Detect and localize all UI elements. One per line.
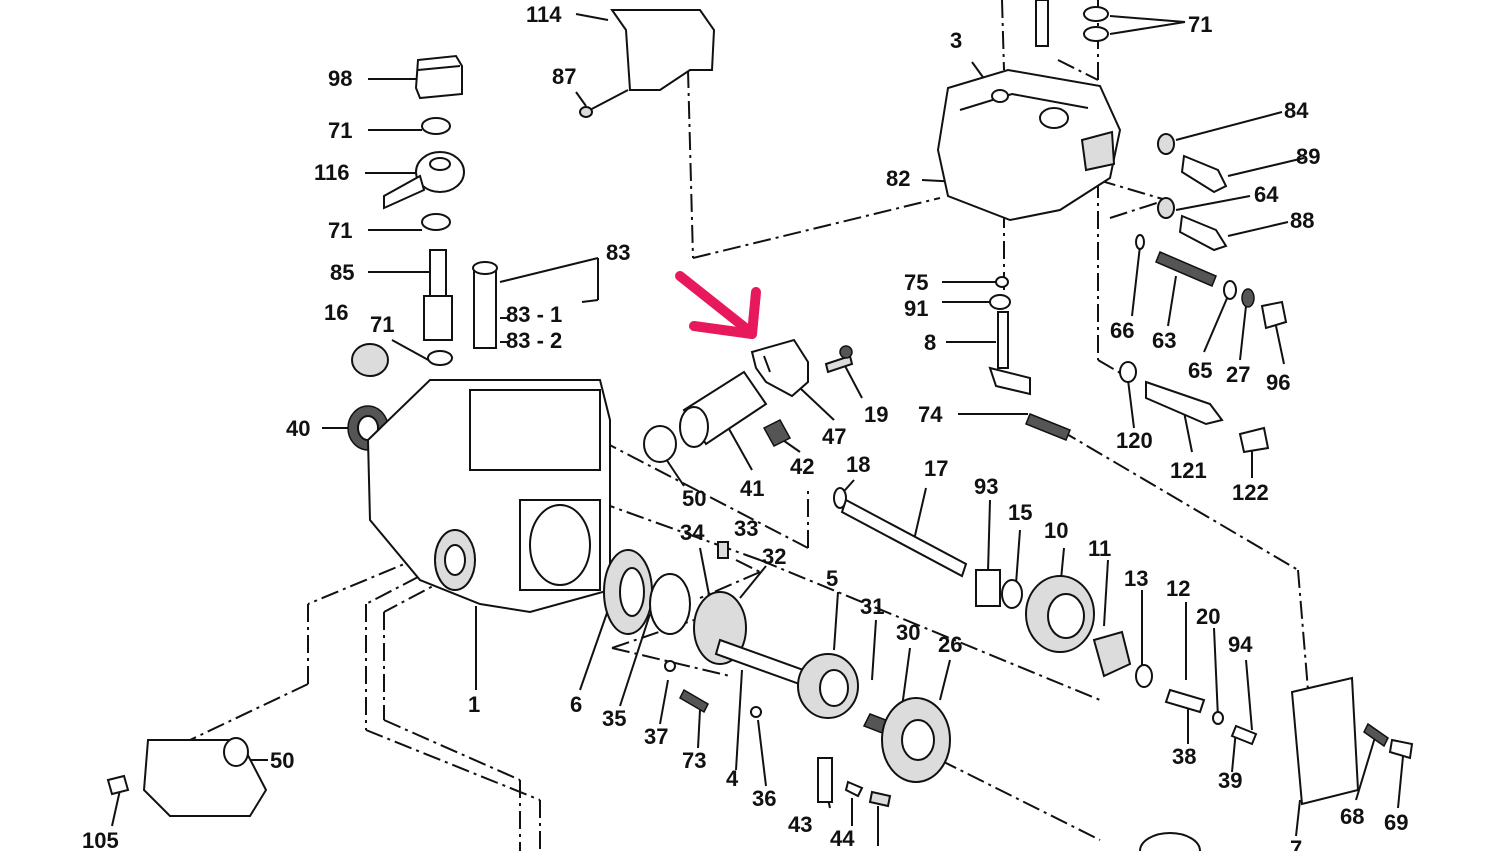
part-label: 36 <box>752 786 776 811</box>
part-label: 71 <box>328 118 352 143</box>
part-label: 39 <box>1218 768 1242 793</box>
part-label: 7 <box>1290 836 1302 851</box>
part-label: 18 <box>846 452 870 477</box>
part-label: 1 <box>468 692 480 717</box>
part-label: 65 <box>1188 358 1212 383</box>
part-label: 88 <box>1290 208 1314 233</box>
part-label: 94 <box>1228 632 1253 657</box>
part-label: 122 <box>1232 480 1269 505</box>
part-labels: 114 71 87 98 3 71 116 84 89 82 71 64 88 … <box>82 2 1408 856</box>
part-label: 105 <box>82 828 119 851</box>
part-label: 30 <box>896 620 920 645</box>
part-label: 71 <box>1188 12 1212 37</box>
part-label: 71 <box>328 218 352 243</box>
part-label: 85 <box>330 260 354 285</box>
part-label: 16 <box>324 300 348 325</box>
part-label: 17 <box>924 456 948 481</box>
part-label: 10 <box>1044 518 1068 543</box>
part-label: 15 <box>1008 500 1032 525</box>
part-label: 31 <box>860 594 884 619</box>
highlight-arrow <box>675 271 761 339</box>
part-label: 19 <box>864 402 888 427</box>
part-label: 91 <box>904 296 928 321</box>
parts-drawing <box>106 0 1414 856</box>
part-label: 63 <box>1152 328 1176 353</box>
part-label: 74 <box>918 402 943 427</box>
part-label: 83 - 2 <box>506 328 562 353</box>
part-label: 37 <box>644 724 668 749</box>
part-label: 83 - 1 <box>506 302 562 327</box>
part-label: 4 <box>726 766 739 791</box>
part-label: 84 <box>1284 98 1309 123</box>
part-label: 32 <box>762 544 786 569</box>
part-label: 50 <box>270 748 294 773</box>
part-label: 40 <box>286 416 310 441</box>
part-label: 93 <box>974 474 998 499</box>
part-label: 3 <box>950 28 962 53</box>
part-label: 116 <box>314 160 350 185</box>
part-label: 68 <box>1340 804 1364 829</box>
part-label: 71 <box>370 312 394 337</box>
part-label: 75 <box>904 270 928 295</box>
part-label: 121 <box>1170 458 1207 483</box>
part-label: 69 <box>1384 810 1408 835</box>
part-label: 20 <box>1196 604 1220 629</box>
part-label: 8 <box>924 330 936 355</box>
part-label: 12 <box>1166 576 1190 601</box>
part-label: 96 <box>1266 370 1290 395</box>
part-label: 6 <box>570 692 582 717</box>
part-label: 120 <box>1116 428 1153 453</box>
part-label: 27 <box>1226 362 1250 387</box>
part-label: 82 <box>886 166 910 191</box>
part-label: 42 <box>790 454 814 479</box>
part-label: 26 <box>938 632 962 657</box>
part-label: 38 <box>1172 744 1196 769</box>
part-label: 13 <box>1124 566 1148 591</box>
part-label: 114 <box>526 2 562 27</box>
leader-lines <box>111 0 1405 851</box>
part-label: 34 <box>680 520 705 545</box>
part-label: 43 <box>788 812 812 837</box>
part-label: 5 <box>826 566 838 591</box>
part-label: 11 <box>1088 536 1111 561</box>
part-label: 47 <box>822 424 846 449</box>
part-label: 44 <box>830 826 855 851</box>
part-label: 66 <box>1110 318 1134 343</box>
part-label: 87 <box>552 64 576 89</box>
part-label: 33 <box>734 516 758 541</box>
part-label: 35 <box>602 706 626 731</box>
part-label: 98 <box>328 66 352 91</box>
part-label: 73 <box>682 748 706 773</box>
part-label: 50 <box>682 486 706 511</box>
part-label: 41 <box>740 476 764 501</box>
part-label: 64 <box>1254 182 1279 207</box>
part-label: 83 <box>606 240 630 265</box>
part-label: 89 <box>1296 144 1320 169</box>
